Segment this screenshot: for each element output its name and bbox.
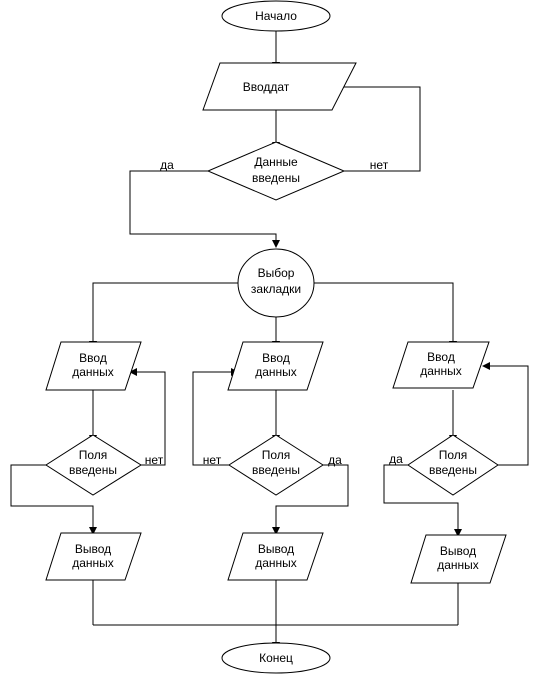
- column-3-yes-label: да: [389, 452, 403, 466]
- column-2-output: Вывод данных: [227, 532, 324, 581]
- select-tab-node: Выбор закладки: [237, 248, 315, 318]
- column-2-input-line1: Ввод: [262, 351, 290, 365]
- column-2-yes-label: да: [328, 453, 342, 467]
- column-1-output-line2: данных: [72, 556, 114, 570]
- column-3-output: Вывод данных: [410, 534, 507, 584]
- column-1-output-line1: Вывод: [75, 542, 111, 556]
- column-3-decision: Поля введены: [407, 434, 499, 496]
- column-2-no-label: нет: [203, 453, 222, 467]
- select-tab-line2: закладки: [251, 282, 301, 296]
- arrowhead: [272, 527, 280, 535]
- main-input-block: Вводдат: [202, 62, 357, 111]
- column-3-input: Ввод данных: [392, 341, 490, 389]
- column-3-decision-line1: Поля: [439, 448, 468, 462]
- column-1-decision-line1: Поля: [79, 448, 108, 462]
- start-terminal: Начало: [221, 0, 331, 32]
- column-3-output-line1: Вывод: [440, 544, 476, 558]
- main-decision-line1: Данные: [254, 155, 298, 169]
- column-3-decision-line2: введены: [429, 463, 477, 477]
- column-3-output-line2: данных: [437, 558, 479, 572]
- main-decision-line2: введены: [252, 171, 300, 185]
- column-1-no-label: нет: [145, 453, 164, 467]
- column-1-input-line2: данных: [72, 365, 114, 379]
- column-2-output-line1: Вывод: [258, 542, 294, 556]
- main-no-label: нет: [370, 158, 389, 172]
- column-2-decision: Поля введены: [228, 434, 324, 496]
- end-label: Конец: [259, 651, 293, 665]
- end-terminal: Конец: [221, 642, 331, 674]
- main-input-label: Вводдат: [243, 80, 290, 94]
- column-1-decision-line2: введены: [69, 463, 117, 477]
- column-3-input-line1: Ввод: [427, 350, 455, 364]
- column-1-output: Вывод данных: [45, 532, 142, 581]
- arrowhead: [454, 529, 462, 537]
- column-2-input-line2: данных: [255, 365, 297, 379]
- start-label: Начало: [255, 9, 297, 23]
- arrowhead: [482, 362, 490, 370]
- connector-lines: [10, 31, 529, 646]
- column-3-input-line2: данных: [420, 364, 462, 378]
- arrowhead: [89, 527, 97, 535]
- column-1-input: Ввод данных: [45, 341, 142, 391]
- select-tab-line1: Выбор: [258, 266, 295, 280]
- column-2-output-line2: данных: [255, 556, 297, 570]
- column-1-decision: Поля введены: [45, 434, 142, 496]
- column-2-decision-line1: Поля: [262, 448, 291, 462]
- column-2-input: Ввод данных: [227, 341, 324, 391]
- main-yes-label: да: [160, 158, 174, 172]
- column-1-input-line1: Ввод: [79, 351, 107, 365]
- arrowhead: [129, 368, 137, 376]
- main-decision: Данные введены: [206, 141, 346, 201]
- arrowhead: [272, 240, 280, 248]
- column-2-decision-line2: введены: [252, 463, 300, 477]
